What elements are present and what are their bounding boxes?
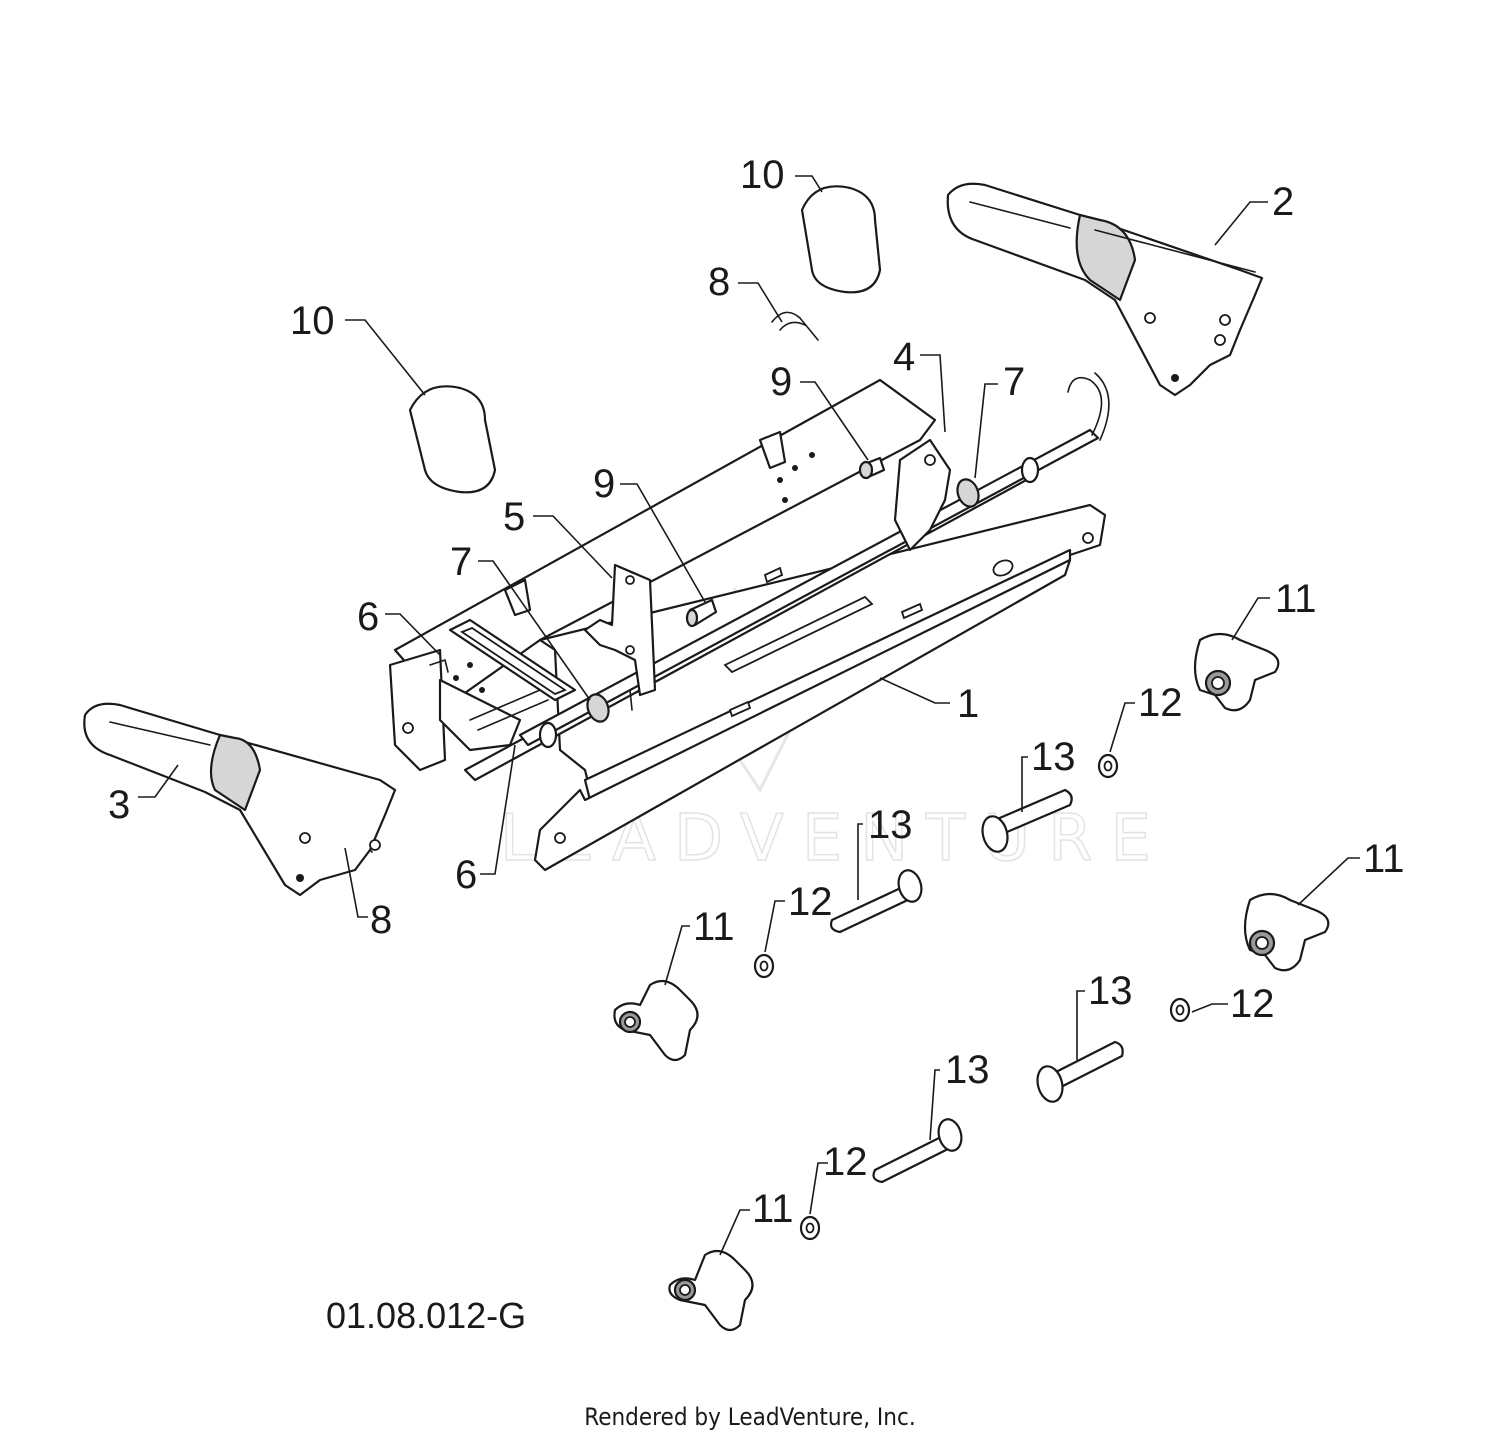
callout-11-middle-right: 11 [1363,837,1405,881]
star-knob-4 [668,1249,754,1332]
callout-12-middle: 12 [788,880,833,924]
callout-12-top: 12 [1138,681,1183,725]
bolt-1 [981,788,1073,853]
bolt-4 [872,1118,963,1184]
callout-13-middle: 13 [868,803,913,847]
callout-labels: 10 10 2 8 4 7 9 9 5 7 6 1 11 12 13 3 8 6… [108,153,1405,1231]
callout-10-top: 10 [740,153,785,197]
part-10-knobs [408,185,882,494]
callout-7-left: 7 [450,540,472,584]
callout-11-middle-left: 11 [693,905,735,949]
part-9-pins [685,456,886,628]
credit-footer: Rendered by LeadVenture, Inc. [584,1403,915,1431]
part-3-lever-left [83,702,397,897]
callout-13-top: 13 [1031,735,1076,779]
callout-11-top-right: 11 [1275,577,1317,621]
star-knob-2 [1243,892,1330,972]
callout-2: 2 [1272,180,1294,224]
callout-10-left: 10 [290,299,335,343]
bolt-2 [829,869,923,934]
part-2-lever-right [946,182,1264,397]
part-13-bolts [829,788,1124,1184]
callout-9-right: 9 [770,360,792,404]
callout-7-right: 7 [1003,360,1025,404]
callout-12-bottom: 12 [823,1140,868,1184]
callout-8-top: 8 [708,260,730,304]
callout-3: 3 [108,783,130,827]
callout-11-bottom: 11 [752,1187,794,1231]
callout-9-left: 9 [593,462,615,506]
callout-8-bottom: 8 [370,898,392,942]
leader-lines [138,175,1360,1256]
drawing-code: 01.08.012-G [326,1295,526,1336]
callout-12-lower-right: 12 [1230,982,1275,1026]
callout-5: 5 [503,495,525,539]
callout-6-bottom: 6 [455,853,477,897]
callout-6-top: 6 [357,595,379,639]
bolt-3 [1036,1040,1124,1103]
callout-4: 4 [893,335,915,379]
part-5-bracket [583,563,657,711]
part-1-frame [388,372,1110,872]
callout-13-bottom: 13 [945,1048,990,1092]
part-12-washers [753,753,1191,1241]
callout-13-lower-right: 13 [1088,969,1133,1013]
star-knob-1 [1193,632,1280,712]
callout-1: 1 [957,682,979,726]
star-knob-3 [613,979,699,1062]
part-11-star-knobs [613,632,1330,1332]
